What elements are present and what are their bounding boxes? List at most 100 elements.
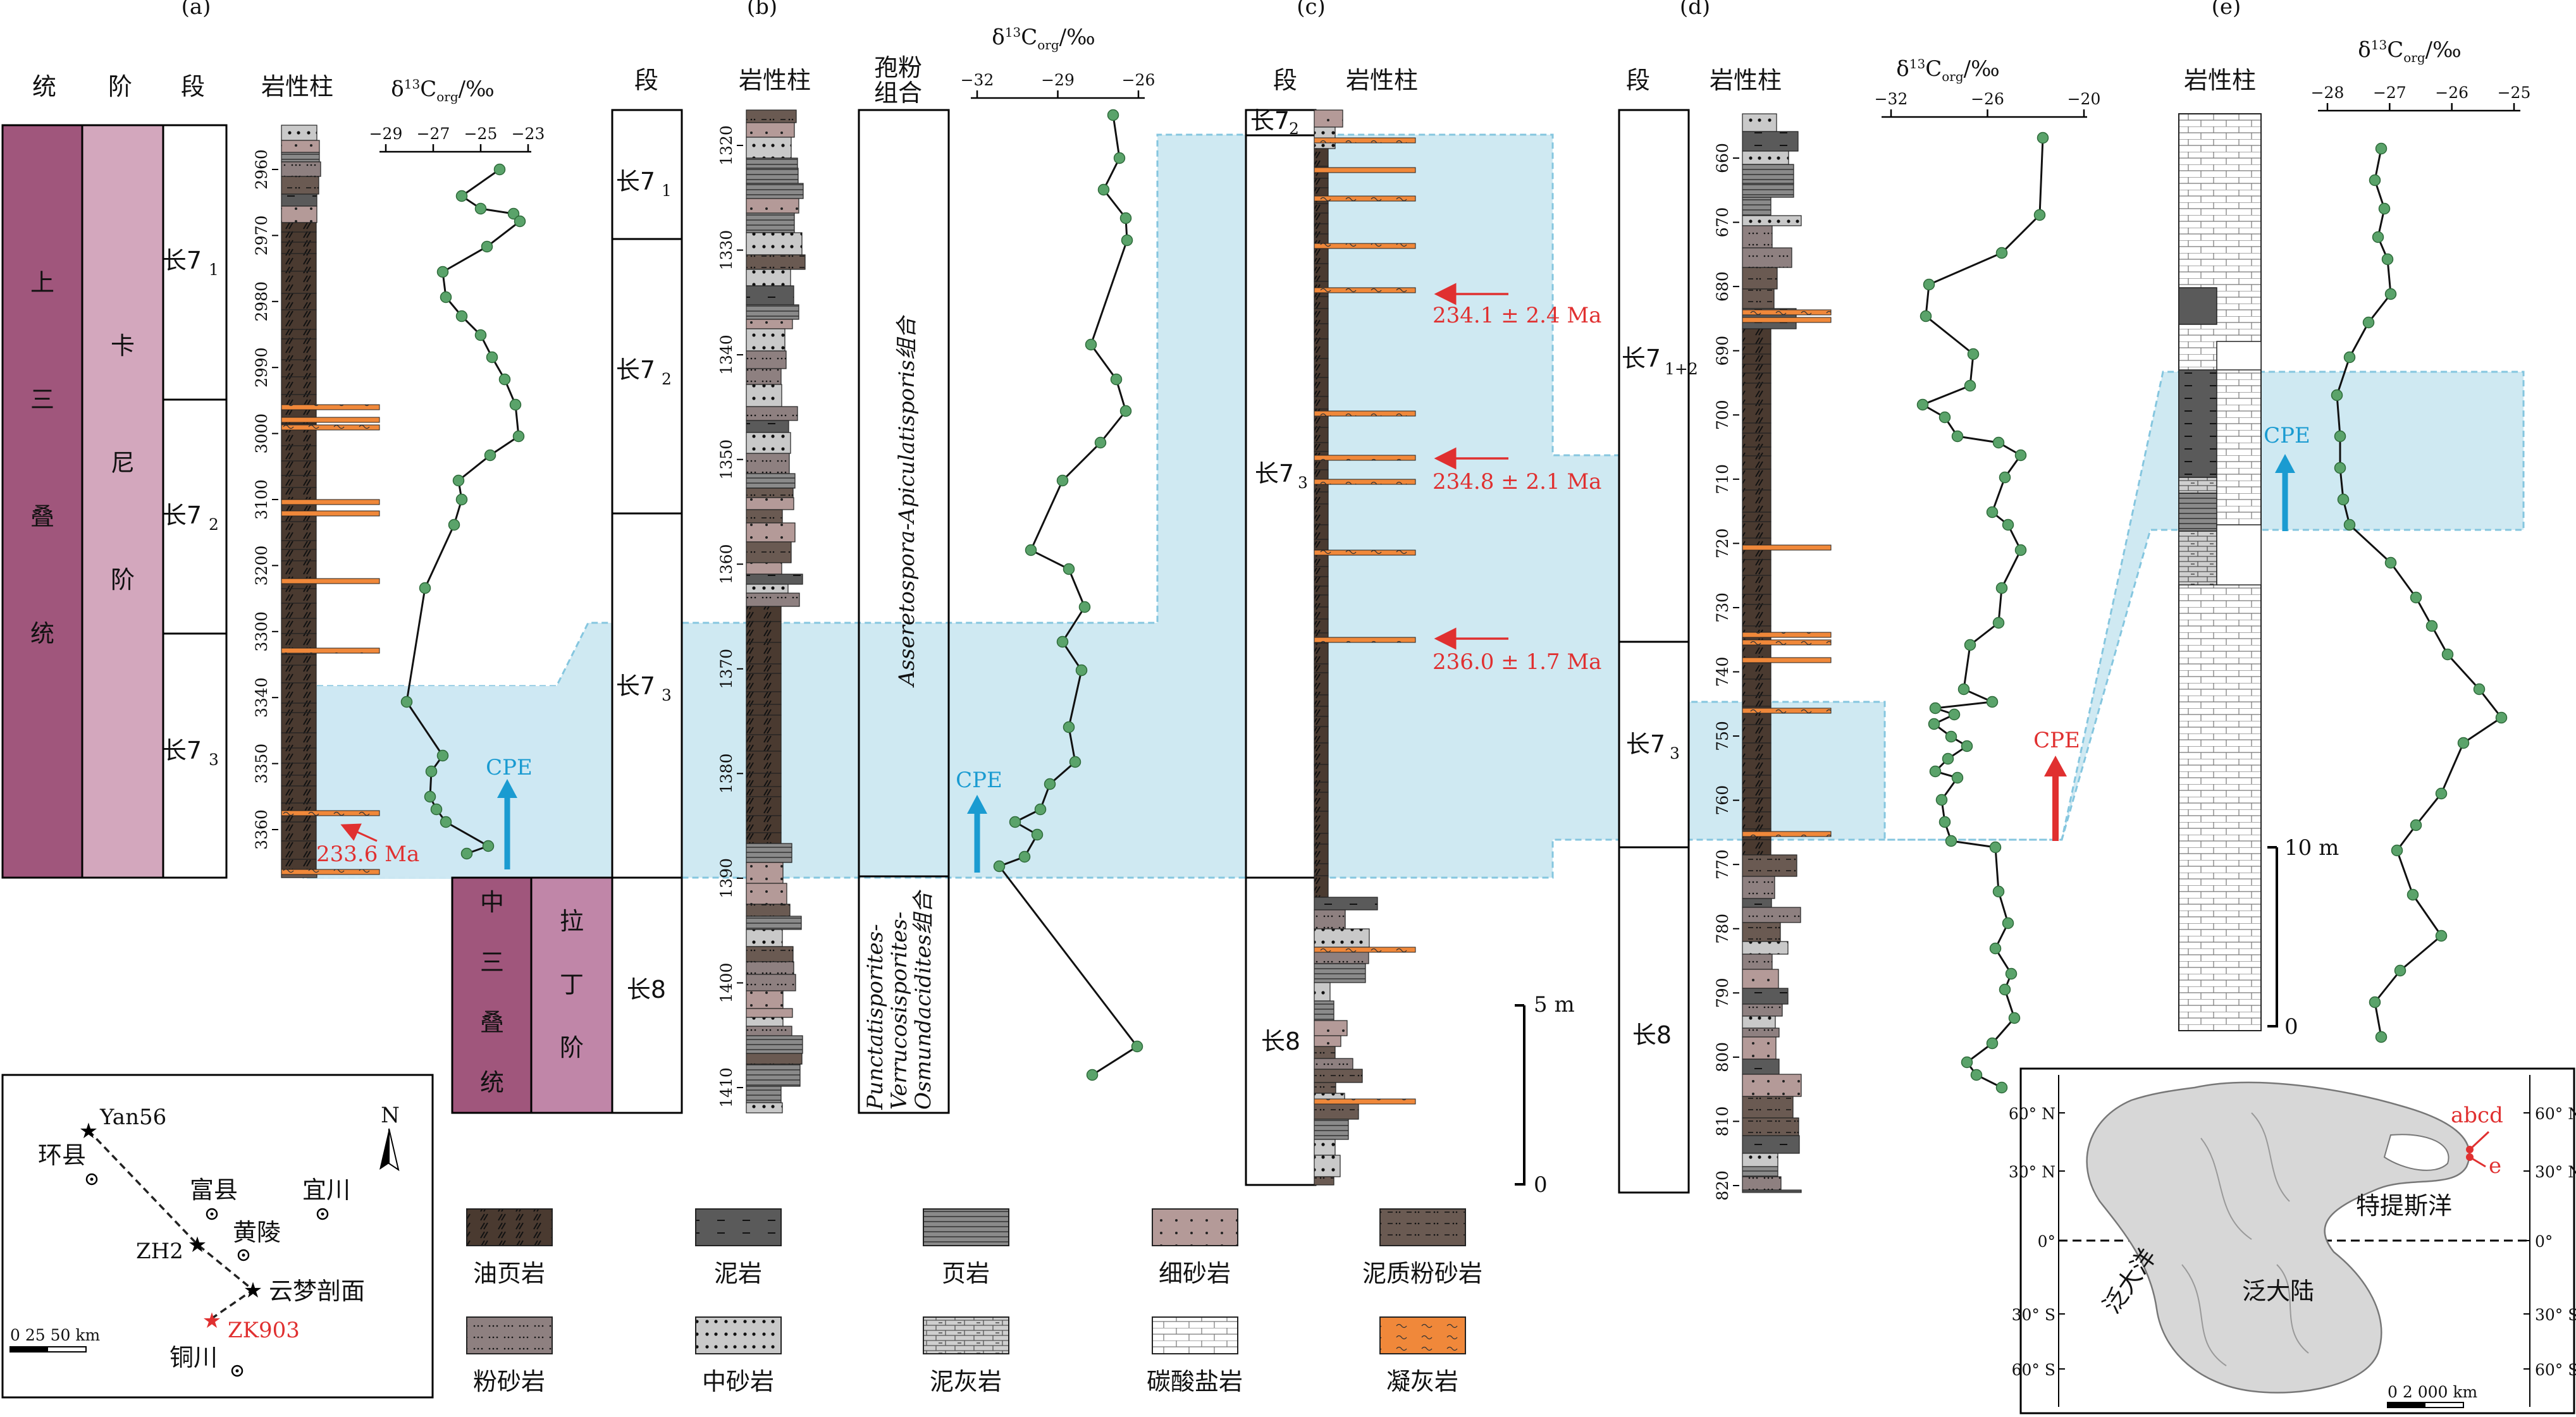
lith-bed [1314, 764, 1329, 783]
carbon-data-point [2343, 351, 2356, 364]
carbon-data-point [448, 518, 460, 531]
svg-text:3: 3 [662, 686, 672, 704]
tuff-bed [281, 510, 380, 517]
lith-bed [281, 460, 317, 476]
lith-bed [281, 376, 317, 395]
assemblage-box-lower [858, 875, 950, 1114]
lith-bed [1314, 442, 1329, 452]
header-lith-e: 岩性柱 [2184, 66, 2256, 94]
lith-bed [1742, 594, 1772, 605]
carbon-data-point [436, 749, 449, 762]
legend-item-mudsilt: 泥质粉砂岩 [1362, 1208, 1482, 1287]
lith-bed [281, 840, 317, 860]
lith-bed [1314, 1119, 1349, 1140]
carbon-data-point [1044, 778, 1056, 790]
member-b-4: 长8 [627, 976, 666, 1003]
lith-bed [1742, 288, 1775, 309]
depth-tick-label: 3100 [252, 479, 271, 520]
lith-bed [1742, 197, 1772, 216]
paleo-scale-bar: 0 2 000 km [2387, 1383, 2478, 1408]
header-lith-a: 岩性柱 [261, 73, 333, 101]
lith-bed [1314, 1046, 1336, 1059]
cpe-arrow-a: CPE [486, 755, 533, 869]
stage-carnian-text: 卡尼阶 [111, 332, 135, 594]
lith-bed [281, 445, 317, 462]
lith-bed [1742, 113, 1777, 132]
lith-bed [281, 222, 317, 233]
lith-bed [1742, 941, 1789, 955]
carbon-data-point [498, 373, 511, 386]
lith-bed [1742, 575, 1772, 595]
svg-text:1+2: 1+2 [1665, 360, 1698, 378]
carbon-data-point [1945, 835, 1957, 847]
carbon-data-point [1938, 816, 1951, 828]
lith-bed [1314, 396, 1329, 410]
tuff-bed [281, 499, 380, 505]
carbon-tick-label: −20 [2068, 90, 2101, 108]
carbon-data-point [1034, 803, 1047, 816]
carbon-tick-label: −26 [1122, 71, 1156, 89]
depth-tick-label: 740 [1713, 657, 1732, 687]
svg-text:CPE: CPE [956, 768, 1002, 793]
carbon-data-point [1056, 474, 1069, 487]
carbon-data-point [2378, 202, 2391, 215]
tuff-bed [281, 647, 380, 654]
svg-text:0: 0 [2284, 1014, 2298, 1040]
lith-bed [746, 815, 782, 833]
legend-label: 油页岩 [473, 1260, 545, 1287]
carbon-data-point [1929, 702, 1942, 715]
carbon-data-point [509, 398, 522, 411]
lith-bed [281, 359, 317, 377]
carbon-axis-title-e: δ13Corg/‰ [2358, 37, 2461, 65]
lith-bed [1314, 178, 1329, 188]
carbon-data-point [2037, 132, 2049, 144]
lith-bed [281, 763, 317, 776]
lith-bed [746, 1017, 784, 1027]
svg-text:0 25 50 km: 0 25 50 km [10, 1326, 101, 1344]
lith-bed [1742, 512, 1772, 522]
carbon-data-point [2384, 556, 2397, 569]
legend-label: 凝灰岩 [1386, 1368, 1458, 1396]
lith-bed [746, 509, 783, 524]
depth-tick-label: 2990 [252, 347, 271, 388]
legend-item-mud: 泥岩 [695, 1208, 782, 1287]
lith-bed [746, 137, 792, 159]
lat-label-right: 30° S [2535, 1306, 2576, 1324]
carbon-curve-b [993, 109, 1143, 1081]
carbon-data-point [1086, 1069, 1099, 1081]
lith-bed [746, 406, 798, 421]
tuff-bed [1314, 1098, 1416, 1105]
carbon-data-point [2014, 449, 2027, 462]
carbon-tick-label: −25 [464, 125, 498, 143]
carbon-data-point [1121, 234, 1133, 247]
tuff-bed [281, 869, 380, 875]
carbon-data-point [440, 816, 452, 828]
depth-tick-label: 1390 [717, 858, 736, 899]
depth-tick-label: 2970 [252, 216, 271, 256]
carbon-data-point [2407, 888, 2419, 901]
lith-bed [1742, 353, 1772, 365]
carbon-tick-label: −32 [961, 71, 994, 89]
lith-bed [746, 606, 782, 622]
pangea-landmass [2086, 1081, 2470, 1394]
carbon-data-point [2473, 683, 2486, 696]
tuff-bed [281, 424, 380, 431]
lith-bed [1314, 338, 1329, 359]
carbon-data-point [1938, 411, 1951, 424]
lith-bed [746, 232, 803, 255]
member-d-3: 长8 [1632, 1021, 1672, 1049]
lith-bed [1742, 150, 1789, 165]
carbon-data-point [1119, 212, 1132, 224]
carbon-data-point [1986, 1037, 1999, 1050]
lith-bed [1742, 1027, 1780, 1038]
lith-bed [1742, 225, 1773, 248]
depth-tick-label: 660 [1713, 143, 1732, 173]
carbon-data-point [1989, 841, 2002, 854]
tuff-bed [1314, 455, 1416, 461]
svg-text:3: 3 [209, 751, 219, 769]
svg-text:黄陵: 黄陵 [233, 1218, 281, 1246]
depth-axis-d: 6606706806907007107207307407507607707807… [1713, 143, 1739, 1201]
header-duan-b: 段 [634, 66, 658, 94]
